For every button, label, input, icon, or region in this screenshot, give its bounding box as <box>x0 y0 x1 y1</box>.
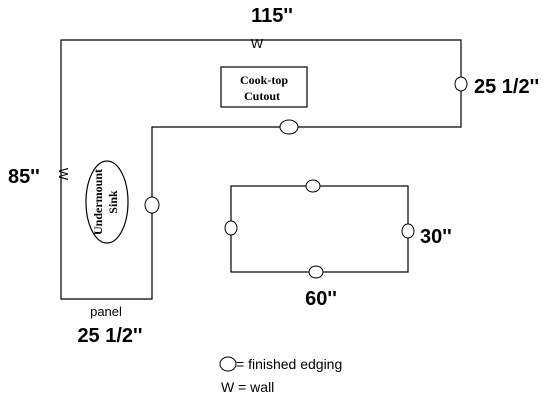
island-width-dimension: 60'' <box>305 288 337 310</box>
right-end-dimension: 25 1/2'' <box>474 76 539 98</box>
edging-marker-island-bottom <box>308 265 324 279</box>
edging-marker-island-top <box>305 179 321 193</box>
top-length-dimension: 115'' <box>251 5 293 27</box>
left-wall-marker: W <box>56 168 71 181</box>
l-shaped-countertop-outline <box>60 39 462 300</box>
edging-marker-inner-left-edge <box>144 196 160 214</box>
left-length-dimension: 85'' <box>8 166 40 188</box>
edging-marker-inner-top-edge <box>279 119 299 135</box>
legend-wall-text: W = wall <box>221 379 274 395</box>
sink-label-line1: Undermount <box>91 169 105 235</box>
island-depth-dimension: 30'' <box>420 226 452 248</box>
cooktop-label-line2: Cutout <box>244 89 280 103</box>
sink-label-line2: Sink <box>106 190 120 214</box>
cooktop-label-line1: Cook-top <box>240 73 288 87</box>
legend-edging-text: = finished edging <box>236 356 342 372</box>
island-outline <box>230 185 409 273</box>
bottom-end-dimension: 25 1/2'' <box>77 325 142 347</box>
cooktop-cutout-box <box>220 66 308 108</box>
top-wall-marker: W <box>251 36 264 51</box>
edging-marker-right-end <box>454 76 468 92</box>
bottom-end-panel-label: panel <box>90 304 122 319</box>
edging-marker-island-right <box>401 223 415 239</box>
edging-marker-island-left <box>224 220 238 236</box>
undermount-sink-outline <box>85 160 129 244</box>
legend-edging-symbol <box>219 356 237 372</box>
